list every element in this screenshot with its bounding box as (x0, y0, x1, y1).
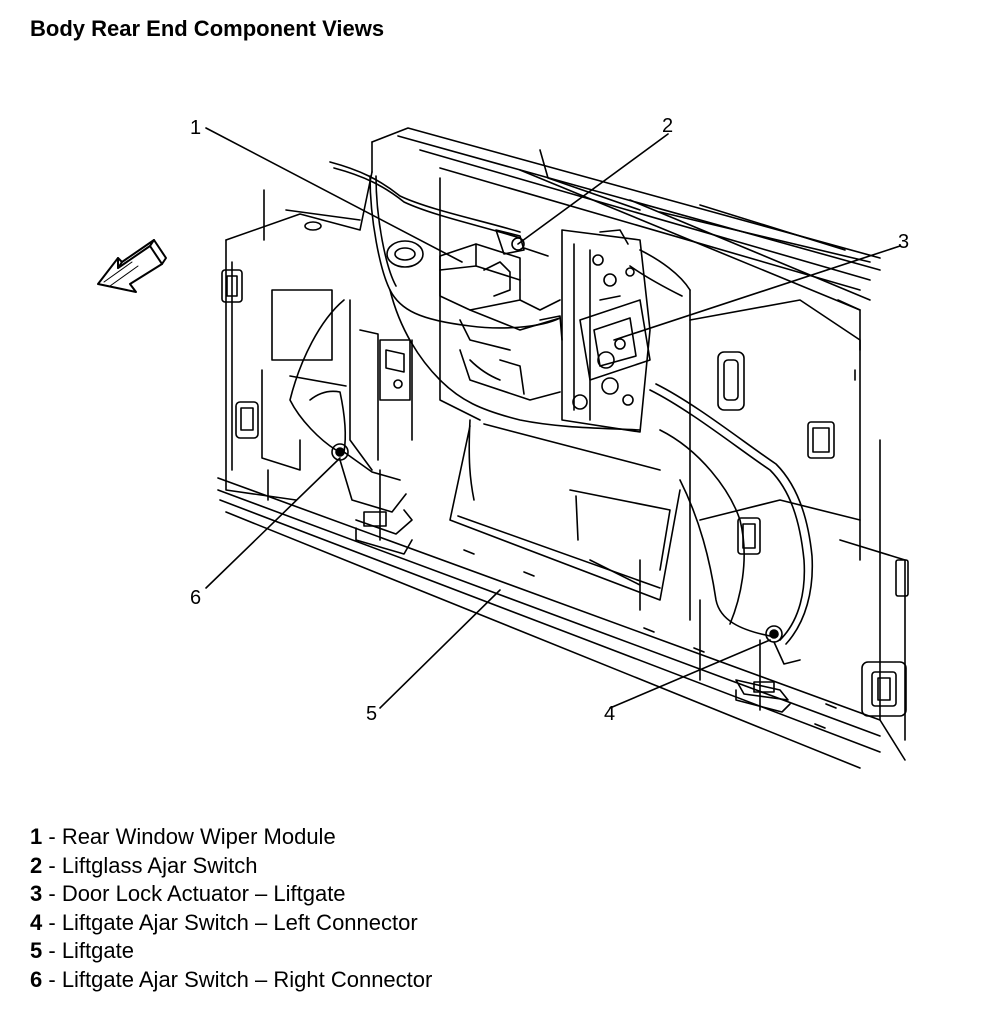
legend-number: 4 (30, 909, 43, 935)
legend-number: 6 (30, 966, 43, 992)
legend-number: 3 (30, 881, 43, 907)
legend-separator: - (42, 824, 62, 849)
legend-item: 2 - Liftglass Ajar Switch (30, 852, 432, 881)
legend-label: Liftgate (61, 938, 134, 964)
legend-separator: - (42, 909, 62, 935)
liftgate-ajar-switch-right-connector (331, 443, 413, 555)
direction-arrow-icon (97, 239, 167, 293)
callout-2: 2 (662, 115, 673, 137)
callout-4: 4 (604, 703, 615, 725)
legend-item: 1 - Rear Window Wiper Module (30, 823, 432, 852)
legend-item: 6 - Liftgate Ajar Switch – Right Connect… (30, 966, 432, 995)
roof-lines (371, 127, 881, 351)
liftgate-inner-panel (349, 177, 681, 601)
leader-lines (205, 127, 901, 709)
legend-number: 1 (30, 824, 43, 849)
legend-item: 4 - Liftgate Ajar Switch – Left Connecto… (30, 909, 432, 938)
rear-window-wiper-module (439, 243, 561, 401)
liftgate-sill (217, 469, 906, 769)
legend-number: 5 (30, 938, 43, 964)
callout-1: 1 (190, 117, 201, 139)
legend-separator: - (42, 881, 62, 907)
diagram-title: Body Rear End Component Views (30, 16, 385, 41)
legend-separator: - (42, 966, 62, 992)
body-panel-right (689, 289, 909, 741)
legend-number: 2 (30, 852, 43, 878)
legend-label: Liftgate Ajar Switch – Left Connector (61, 909, 418, 935)
callout-3: 3 (898, 231, 909, 253)
callout-6: 6 (190, 587, 201, 609)
wiring-harness (289, 161, 814, 645)
legend: 1 - Rear Window Wiper Module 2 - Liftgla… (30, 823, 432, 995)
callout-labels: 1 2 3 4 5 6 (190, 115, 909, 725)
legend-item: 3 - Door Lock Actuator – Liftgate (30, 880, 432, 909)
body-panel-left (221, 171, 424, 501)
callout-5: 5 (366, 703, 377, 725)
legend-label: Door Lock Actuator – Liftgate (61, 881, 346, 907)
legend-item: 5 - Liftgate (30, 937, 432, 966)
legend-label: Liftgate Ajar Switch – Right Connector (61, 966, 433, 992)
door-lock-actuator (539, 229, 651, 433)
legend-label: Liftglass Ajar Switch (61, 852, 258, 878)
legend-separator: - (42, 852, 62, 878)
legend-separator: - (42, 938, 62, 964)
legend-label: Rear Window Wiper Module (61, 824, 336, 849)
liftgate-ajar-switch-left-connector (735, 625, 801, 713)
